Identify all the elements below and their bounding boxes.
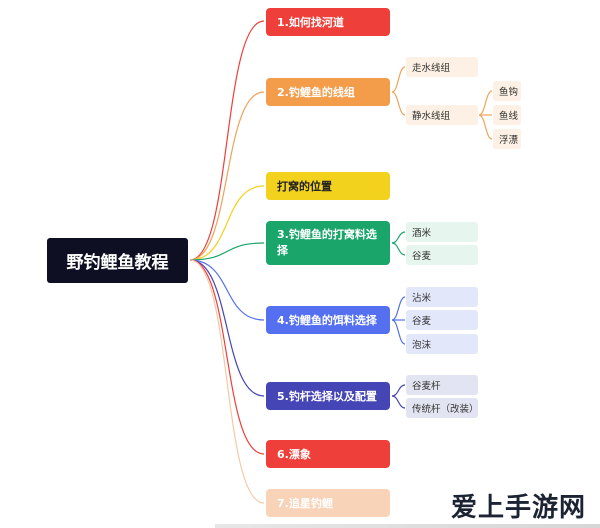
root-node: 野钓鲤鱼教程 [47, 238, 188, 283]
leaf-running-water-line: 走水线组 [406, 57, 478, 77]
branch-bait-choice: 4.钓鲤鱼的饵料选择 [266, 306, 390, 334]
leaf-wheat-rod: 谷麦杆 [406, 375, 478, 395]
connector-nest-1 [391, 242, 406, 256]
connector-still-2 [478, 114, 493, 140]
leaf-float: 浮漂 [493, 129, 521, 149]
watermark: 爱上手游网 [450, 493, 586, 523]
branch-nest-bait: 3.钓鲤鱼的打窝料选择 [266, 221, 390, 265]
connector-branch-4 [189, 259, 265, 321]
connector-rod-1 [391, 395, 406, 409]
leaf-wine-rice: 酒米 [406, 222, 478, 242]
connector-rod-0 [391, 384, 406, 397]
leaf-traditional-rod: 传统杆（改装） [406, 398, 479, 418]
leaf-hook: 鱼钩 [493, 81, 521, 101]
branch-line-group: 2.钓鲤鱼的线组 [266, 78, 390, 106]
connector-bait-0 [391, 296, 406, 321]
connector-line-group-1 [391, 91, 406, 116]
branch-rod-choice: 5.钓杆选择以及配置 [266, 382, 390, 410]
leaf-foam: 泡沫 [406, 334, 478, 354]
leaf-grain-wheat: 谷麦 [406, 245, 478, 265]
connector-bait-2 [391, 319, 406, 345]
branch-nest-position: 打窝的位置 [266, 172, 390, 200]
branch-float: 6.漂象 [266, 440, 390, 468]
watermark-bar [215, 524, 600, 528]
connector-branch-3 [189, 242, 265, 261]
connector-branch-1 [189, 91, 265, 261]
branch-find-river: 1.如何找河道 [266, 8, 390, 36]
connector-branch-6 [189, 259, 265, 455]
leaf-sticky-rice: 沾米 [406, 287, 478, 307]
connector-branch-7 [189, 259, 265, 504]
connector-still-0 [478, 90, 493, 116]
leaf-still-water-line: 静水线组 [406, 105, 478, 125]
connector-line-group-0 [391, 66, 406, 93]
connector-branch-5 [189, 259, 265, 397]
branch-star-fishing: 7.追星钓鲤 [266, 489, 390, 517]
connector-branch-0 [189, 20, 265, 261]
connector-branch-2 [189, 185, 265, 261]
leaf-line: 鱼线 [493, 105, 521, 125]
connector-nest-0 [391, 231, 406, 244]
leaf-wheat: 谷麦 [406, 310, 478, 330]
